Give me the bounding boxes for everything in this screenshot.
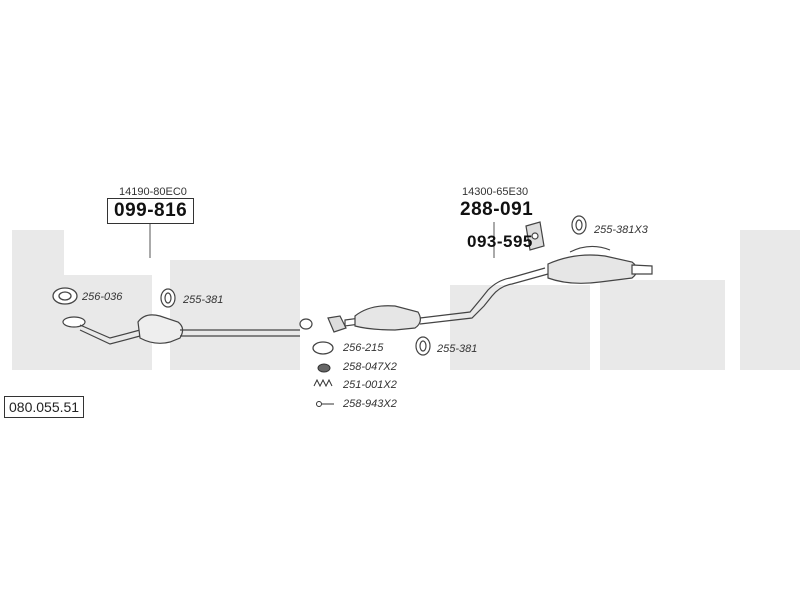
watermark-logo: [12, 230, 800, 370]
clamp-icon-rear: [571, 215, 587, 235]
bracket-part-number: 093-595: [467, 232, 533, 251]
clamp-rear-label: 255-381X3: [594, 224, 648, 236]
clamp-icon: [160, 288, 176, 308]
gasket-icon: [52, 287, 78, 305]
oe-number-rear: 14300-65E30: [462, 186, 529, 198]
clamp-icon-mid: [415, 336, 431, 356]
part-number-front: 099-816: [107, 198, 195, 224]
clamp-mid-label: 255-381: [437, 343, 478, 355]
nut-label: 258-047X2: [343, 361, 397, 373]
rear-silencer: [547, 245, 653, 284]
center-section: [327, 267, 549, 333]
front-pipe-catalyst: [62, 314, 313, 345]
gasket-mid-label: 256-215: [343, 342, 384, 354]
gasket-ring-icon: [312, 341, 334, 355]
part-code-box: 080.055.51: [4, 396, 85, 418]
part-number-rear: 288-091: [460, 199, 534, 220]
bracket-icon: [525, 221, 545, 251]
bolt-label: 258-943X2: [343, 398, 397, 410]
clamp-front-label: 255-381: [183, 294, 224, 306]
oe-number-front: 14190-80EC0: [119, 186, 187, 198]
spring-label: 251-001X2: [343, 379, 397, 391]
nut-icon: [317, 363, 331, 373]
gasket-front-label: 256-036: [82, 291, 123, 303]
bolt-icon: [316, 401, 334, 407]
spring-icon: [313, 378, 333, 388]
